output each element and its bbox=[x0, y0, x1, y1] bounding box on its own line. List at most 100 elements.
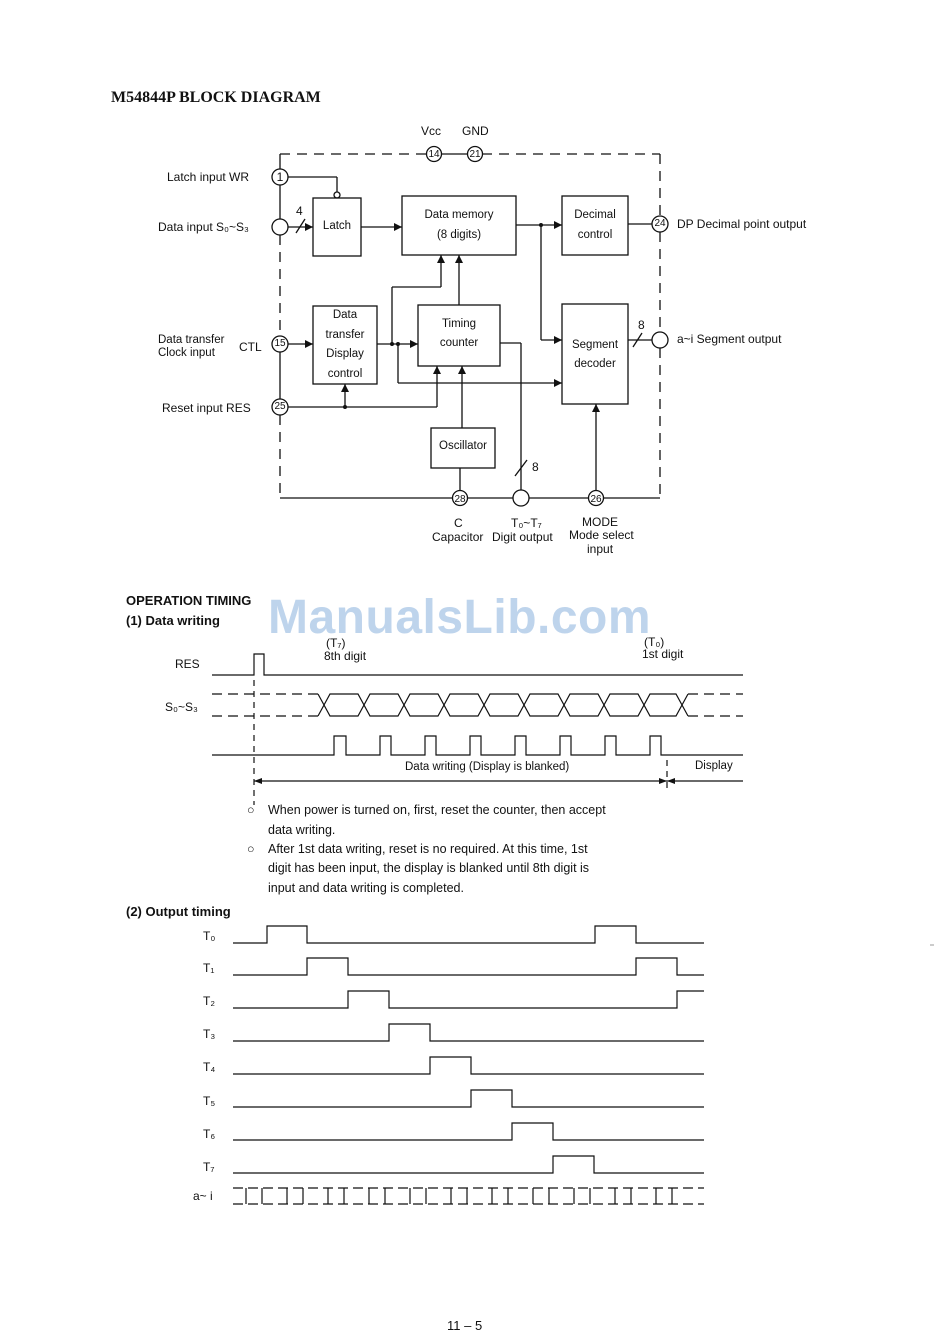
arrow-decimal-in bbox=[554, 221, 562, 229]
capacitor-label-1: C bbox=[454, 516, 463, 530]
bullet-1-marker: ○ bbox=[247, 803, 255, 817]
decimal-control-label-2: control bbox=[577, 229, 613, 241]
t4-waveform bbox=[233, 1056, 704, 1075]
s-signal-label: S₀~S₃ bbox=[165, 700, 198, 714]
res-signal-label: RES bbox=[175, 657, 200, 671]
data-memory-block bbox=[401, 195, 517, 256]
segment-transitions bbox=[245, 1188, 673, 1204]
pin-24: 24 bbox=[654, 218, 666, 229]
mode-label-1: MODE bbox=[582, 515, 618, 529]
arrow-counter-memory bbox=[455, 255, 463, 263]
digit-output-label-1: T₀~T₇ bbox=[511, 516, 542, 530]
pin-circle-25 bbox=[271, 398, 289, 416]
segment-decoder-block bbox=[561, 303, 629, 405]
pin-circle-28 bbox=[451, 489, 469, 507]
phase-arrow-mid-2 bbox=[667, 778, 675, 784]
pin-25: 25 bbox=[274, 401, 286, 412]
t2-signal: T₂ bbox=[203, 994, 215, 1008]
data-transfer-label: Data transfer bbox=[158, 334, 225, 346]
write-pulse-waveform bbox=[212, 735, 743, 756]
mode-label-2: Mode select bbox=[569, 528, 634, 542]
arrowheads bbox=[305, 221, 600, 412]
pin-circle-data bbox=[271, 218, 289, 236]
clock-input-label: Clock input bbox=[158, 347, 215, 359]
block-diagram bbox=[271, 145, 669, 507]
data-transfer-block bbox=[312, 305, 378, 385]
t0-label-1: (T₀) bbox=[644, 635, 665, 649]
arrow-osc-counter bbox=[458, 366, 466, 374]
t1-signal: T₁ bbox=[203, 961, 215, 975]
latch-block bbox=[312, 197, 362, 257]
vcc-label: Vcc bbox=[421, 124, 442, 138]
data-input-label: Data input S₀~S₃ bbox=[158, 220, 249, 234]
capacitor-label-2: Capacitor bbox=[432, 530, 484, 544]
digit-output-label-2: Digit output bbox=[492, 530, 553, 544]
latch-block-label: Latch bbox=[322, 220, 352, 232]
junction-memory bbox=[539, 223, 543, 227]
mode-label-3: input bbox=[587, 542, 614, 556]
watermark: ManualsLib.com bbox=[268, 591, 652, 644]
phase-writing-label: Data writing (Display is blanked) bbox=[405, 761, 570, 773]
arrow-memory-in bbox=[394, 223, 402, 231]
arrow-segment-in bbox=[554, 336, 562, 344]
data-transfer-block-4: control bbox=[327, 368, 363, 380]
t7-label-1: (T₇) bbox=[326, 636, 346, 650]
t4-signal: T₄ bbox=[203, 1060, 216, 1074]
pin-circle-15 bbox=[271, 335, 289, 353]
operation-heading: OPERATION TIMING bbox=[126, 593, 252, 608]
t5-signal: T₅ bbox=[203, 1094, 216, 1108]
bus-width-8-digit: 8 bbox=[532, 460, 539, 474]
pin-28: 28 bbox=[454, 494, 466, 505]
data-transfer-block-3: Display bbox=[326, 348, 364, 360]
bullet-2-line-1: After 1st data writing, reset is no requ… bbox=[268, 842, 588, 856]
pin-14: 14 bbox=[428, 149, 440, 160]
bullet-2-line-2: digit has been input, the display is bla… bbox=[268, 861, 590, 875]
oscillator-label: Oscillator bbox=[439, 440, 487, 452]
bullet-2-line-3: input and data writing is completed. bbox=[268, 881, 464, 895]
page-footer: 11 – 5 bbox=[447, 1318, 483, 1333]
reset-input-label: Reset input RES bbox=[162, 401, 251, 415]
latch-clock-bubble bbox=[333, 191, 341, 199]
t0-label-2: 1st digit bbox=[642, 647, 684, 661]
junction-transfer-2 bbox=[396, 342, 400, 346]
timing-counter-block bbox=[417, 304, 501, 367]
bullet-1-line-1: When power is turned on, first, reset th… bbox=[268, 803, 606, 817]
t2-waveform bbox=[233, 990, 704, 1009]
bus-slash-8-digit bbox=[514, 459, 528, 477]
ctl-label: CTL bbox=[239, 340, 262, 354]
arrow-latch-in bbox=[305, 223, 313, 231]
gnd-label: GND bbox=[462, 124, 489, 138]
latch-input-label: Latch input WR bbox=[167, 170, 250, 184]
phase-arrows bbox=[254, 778, 675, 784]
t7-signal: T₇ bbox=[203, 1160, 215, 1174]
t6-waveform bbox=[233, 1122, 704, 1141]
arrow-transfer-in bbox=[305, 340, 313, 348]
t7-label-2: 8th digit bbox=[324, 649, 367, 663]
arrow-counter-in bbox=[410, 340, 418, 348]
timing-counter-label-2: counter bbox=[439, 337, 479, 349]
oscillator-block bbox=[430, 427, 496, 469]
bullet-2-marker: ○ bbox=[247, 842, 255, 856]
bus-slash-4 bbox=[295, 218, 306, 234]
s-bus-lower bbox=[323, 693, 689, 717]
page-title: M54844P BLOCK DIAGRAM bbox=[111, 89, 321, 106]
t7-waveform bbox=[233, 1155, 704, 1174]
segment-signal: a~ i bbox=[193, 1189, 213, 1203]
t0-signal: T₀ bbox=[203, 929, 216, 943]
s-bus-upper bbox=[323, 693, 689, 717]
output-timing bbox=[233, 925, 704, 1205]
pin-15: 15 bbox=[274, 338, 286, 349]
pin-21: 21 bbox=[469, 149, 481, 160]
data-transfer-block-1: Data bbox=[332, 309, 358, 321]
decimal-control-label-1: Decimal bbox=[574, 209, 616, 221]
data-memory-label-2: (8 digits) bbox=[436, 229, 482, 241]
pin-1: 1 bbox=[276, 170, 284, 184]
t6-signal: T₆ bbox=[203, 1127, 216, 1141]
segment-output-label: a~i Segment output bbox=[677, 332, 782, 346]
decimal-control-block bbox=[561, 195, 629, 256]
output-timing-heading: (2) Output timing bbox=[126, 904, 231, 919]
t0-waveform bbox=[233, 925, 704, 944]
pin-26: 26 bbox=[590, 494, 602, 505]
t3-waveform bbox=[233, 1023, 704, 1042]
res-waveform bbox=[212, 653, 743, 676]
